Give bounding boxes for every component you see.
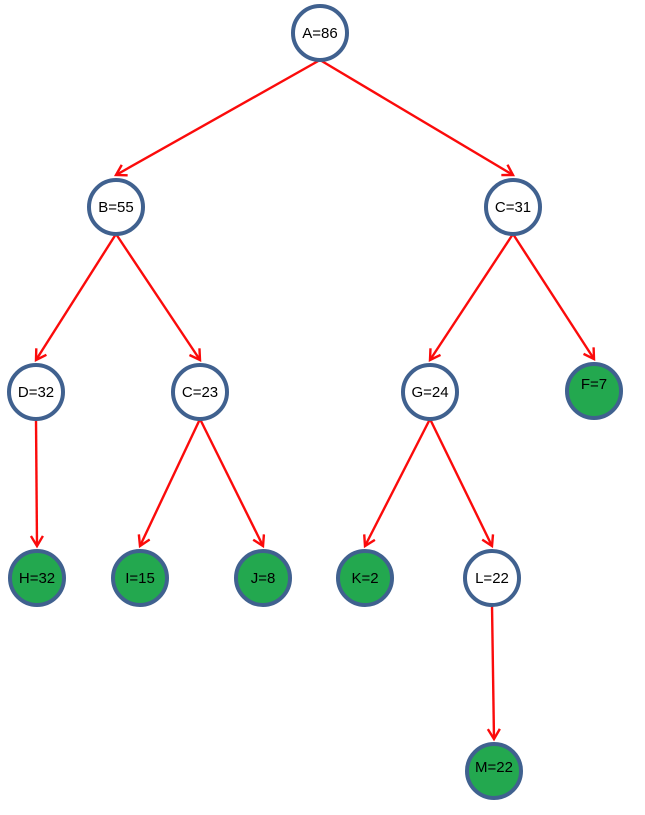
node-label: H=32: [18, 569, 56, 587]
node-label: J=8: [250, 569, 276, 587]
node-F[interactable]: F=7: [565, 362, 623, 420]
node-label: M=22: [475, 758, 513, 776]
node-I[interactable]: I=15: [111, 549, 169, 607]
node-label: F=7: [580, 375, 608, 393]
node-H[interactable]: H=32: [8, 549, 66, 607]
node-B[interactable]: B=55: [87, 178, 145, 236]
node-label: I=15: [125, 569, 155, 587]
node-M[interactable]: M=22: [465, 742, 523, 800]
node-C1[interactable]: C=31: [484, 178, 542, 236]
node-J[interactable]: J=8: [234, 549, 292, 607]
node-label: A=86: [302, 24, 338, 42]
node-K[interactable]: K=2: [336, 549, 394, 607]
node-label: B=55: [98, 198, 134, 216]
node-label: L=22: [475, 569, 509, 587]
node-C2[interactable]: C=23: [171, 363, 229, 421]
node-label: K=2: [351, 569, 379, 587]
node-A[interactable]: A=86: [291, 4, 349, 62]
node-D[interactable]: D=32: [7, 363, 65, 421]
node-label: G=24: [411, 383, 449, 401]
node-L[interactable]: L=22: [463, 549, 521, 607]
node-label: D=32: [17, 383, 55, 401]
node-label: C=31: [494, 198, 532, 216]
node-G[interactable]: G=24: [401, 363, 459, 421]
node-label: C=23: [181, 383, 219, 401]
